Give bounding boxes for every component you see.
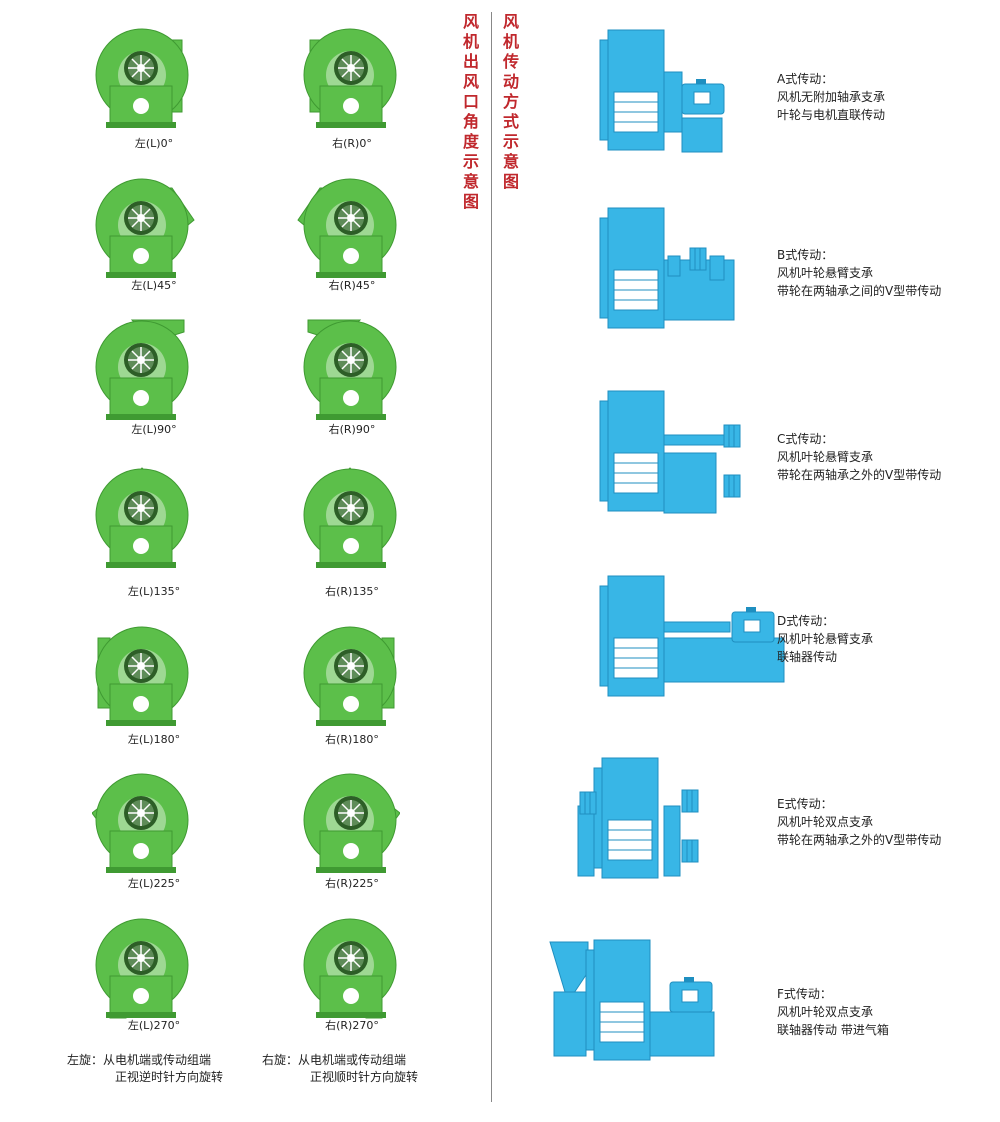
drive-c-illustration bbox=[578, 383, 818, 543]
drive-e-illustration bbox=[566, 750, 806, 910]
divider bbox=[491, 12, 492, 1102]
right-rotation-line1: 右旋：从电机端或传动组端 bbox=[262, 1053, 407, 1067]
outlet-angle-title: 风机出风口角度示意图 bbox=[462, 12, 479, 211]
fan-outlet-label: 右(R)0° bbox=[332, 137, 372, 150]
fan-outlet-label: 左(L)135° bbox=[127, 585, 181, 598]
fan-outlet-r-45 bbox=[290, 170, 400, 280]
drive-line2: 叶轮与电机直联传动 bbox=[777, 108, 886, 122]
fan-outlet-l-90 bbox=[92, 312, 202, 422]
drive-f-description: F式传动： 风机叶轮双点支承联轴器传动 带进气箱 bbox=[777, 985, 889, 1039]
fan-outlet-l-225 bbox=[92, 765, 202, 875]
drive-line2: 带轮在两轴承之外的V型带传动 bbox=[777, 833, 942, 847]
fan-outlet-r-270 bbox=[290, 910, 400, 1020]
drive-b-illustration bbox=[578, 200, 818, 360]
fan-outlet-label: 左(L)270° bbox=[127, 1019, 181, 1032]
drive-f-illustration bbox=[548, 932, 788, 1092]
drive-line1: 风机叶轮悬臂支承 bbox=[777, 450, 874, 464]
fan-outlet-l-135 bbox=[92, 460, 202, 570]
fan-outlet-l-45 bbox=[92, 170, 202, 280]
right-rotation-line2: 正视顺时针方向旋转 bbox=[310, 1070, 419, 1084]
drive-d-illustration bbox=[578, 568, 818, 728]
drive-d-description: D式传动： 风机叶轮悬臂支承联轴器传动 bbox=[777, 612, 873, 666]
right-rotation-note: 右旋：从电机端或传动组端 正视顺时针方向旋转 bbox=[262, 1052, 418, 1086]
drive-title: E式传动： bbox=[777, 797, 833, 811]
drive-c-description: C式传动： 风机叶轮悬臂支承带轮在两轴承之外的V型带传动 bbox=[777, 430, 941, 484]
drive-line2: 联轴器传动 bbox=[777, 650, 838, 664]
left-rotation-line1: 左旋：从电机端或传动组端 bbox=[67, 1053, 212, 1067]
drive-line1: 风机叶轮悬臂支承 bbox=[777, 266, 874, 280]
left-rotation-note: 左旋：从电机端或传动组端 正视逆时针方向旋转 bbox=[67, 1052, 223, 1086]
drive-title: B式传动： bbox=[777, 248, 834, 262]
fan-outlet-label: 左(L)0° bbox=[134, 137, 174, 150]
drive-title: A式传动： bbox=[777, 72, 834, 86]
drive-b-description: B式传动： 风机叶轮悬臂支承带轮在两轴承之间的V型带传动 bbox=[777, 246, 941, 300]
drive-a-description: A式传动： 风机无附加轴承支承叶轮与电机直联传动 bbox=[777, 70, 885, 124]
drive-title: D式传动： bbox=[777, 614, 835, 628]
drive-line2: 带轮在两轴承之间的V型带传动 bbox=[777, 284, 942, 298]
drive-line2: 带轮在两轴承之外的V型带传动 bbox=[777, 468, 942, 482]
fan-outlet-r-90 bbox=[290, 312, 400, 422]
fan-outlet-r-0 bbox=[290, 20, 400, 130]
drive-line1: 风机无附加轴承支承 bbox=[777, 90, 886, 104]
drive-mode-title: 风机传动方式示意图 bbox=[502, 12, 519, 191]
fan-outlet-label: 右(R)270° bbox=[325, 1019, 379, 1032]
fan-outlet-label: 右(R)225° bbox=[325, 877, 379, 890]
fan-outlet-r-180 bbox=[290, 618, 400, 728]
fan-outlet-r-135 bbox=[290, 460, 400, 570]
drive-line1: 风机叶轮双点支承 bbox=[777, 815, 874, 829]
fan-outlet-label: 右(R)135° bbox=[325, 585, 379, 598]
fan-outlet-l-180 bbox=[92, 618, 202, 728]
left-rotation-line2: 正视逆时针方向旋转 bbox=[115, 1070, 224, 1084]
drive-line1: 风机叶轮悬臂支承 bbox=[777, 632, 874, 646]
fan-outlet-label: 左(L)90° bbox=[131, 423, 177, 436]
drive-title: F式传动： bbox=[777, 987, 832, 1001]
fan-outlet-label: 右(R)180° bbox=[325, 733, 379, 746]
fan-outlet-label: 右(R)45° bbox=[328, 279, 376, 292]
drive-line1: 风机叶轮双点支承 bbox=[777, 1005, 874, 1019]
fan-outlet-label: 左(L)225° bbox=[127, 877, 181, 890]
fan-outlet-l-0 bbox=[92, 20, 202, 130]
fan-outlet-label: 左(L)180° bbox=[127, 733, 181, 746]
fan-outlet-r-225 bbox=[290, 765, 400, 875]
fan-outlet-l-270 bbox=[92, 910, 202, 1020]
drive-a-illustration bbox=[578, 22, 818, 182]
drive-title: C式传动： bbox=[777, 432, 834, 446]
fan-outlet-label: 左(L)45° bbox=[131, 279, 177, 292]
drive-e-description: E式传动： 风机叶轮双点支承带轮在两轴承之外的V型带传动 bbox=[777, 795, 941, 849]
fan-outlet-label: 右(R)90° bbox=[328, 423, 376, 436]
drive-line2: 联轴器传动 带进气箱 bbox=[777, 1023, 889, 1037]
